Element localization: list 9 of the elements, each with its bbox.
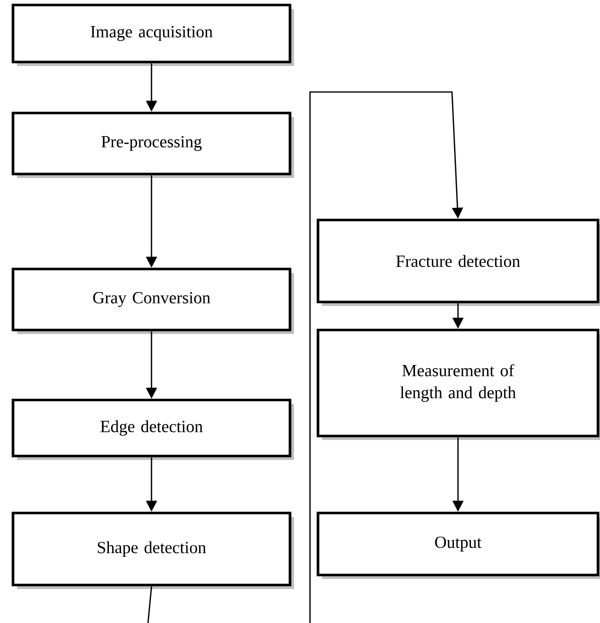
process-box: Shape detection	[12, 512, 294, 589]
process-box: Output	[316, 512, 600, 579]
process-box: Measurement of length and depth	[316, 328, 600, 440]
process-box: Fracture detection	[316, 218, 600, 306]
process-box: Edge detection	[12, 398, 294, 460]
process-box: Gray Conversion	[12, 268, 294, 334]
process-box: Image acquisition	[12, 4, 294, 66]
arrow	[309, 91, 464, 623]
process-box: Pre-processing	[12, 112, 294, 178]
